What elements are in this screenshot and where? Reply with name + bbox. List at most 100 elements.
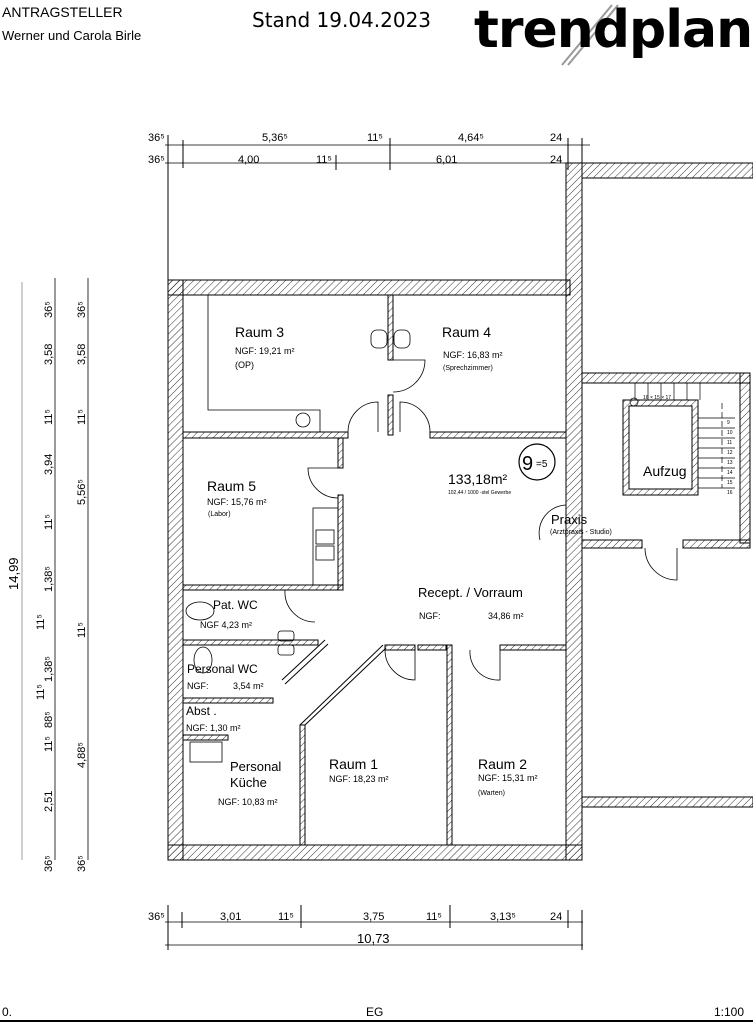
room-raum5: Raum 5: [207, 478, 256, 494]
label: 11⁵: [43, 736, 55, 752]
label: NGF:: [187, 681, 209, 691]
label: NGF: 15,76 m²: [207, 497, 267, 507]
fixtures: [185, 295, 411, 763]
label: 36⁵: [148, 132, 165, 144]
label: 3,94: [43, 454, 55, 475]
label: 24: [550, 911, 562, 923]
diagonal-wall: [281, 639, 387, 726]
label: 9: [522, 453, 533, 475]
label: 36⁵: [148, 911, 165, 923]
label: 13: [727, 460, 733, 466]
label: 3,58: [76, 344, 88, 365]
label: 9: [727, 420, 730, 426]
label: 3,01: [220, 911, 241, 923]
label: 36⁵: [43, 301, 55, 318]
label: =5: [536, 459, 548, 470]
unit-badge: [518, 443, 556, 481]
label: 3,75: [363, 911, 384, 923]
label: 11⁵: [35, 614, 47, 630]
label: 5,36⁵: [262, 132, 288, 144]
label: NGF: 15,31 m²: [478, 773, 538, 783]
label: 36⁵: [76, 301, 88, 318]
label: NGF: 1,30 m²: [186, 723, 241, 733]
label: 4,88⁵: [76, 742, 88, 768]
label: 24: [550, 132, 562, 144]
label: 3,54 m²: [233, 681, 264, 691]
label: 36⁵: [43, 855, 55, 872]
room-labels: Raum 3 NGF: 19,21 m² (OP) Raum 4 NGF: 16…: [186, 324, 687, 807]
label: 1,38⁵: [43, 656, 55, 682]
label: 11⁵: [76, 409, 88, 425]
label: NGF 4,23 m²: [200, 620, 252, 630]
applicant-name: Werner und Carola Birle: [2, 28, 142, 43]
label: 36⁵: [76, 855, 88, 872]
label: 10,73: [357, 931, 390, 946]
label: (Labor): [208, 511, 231, 518]
plan-date: Stand 19.04.2023: [252, 8, 432, 32]
label: 14,99: [6, 557, 21, 590]
elevator-label: Aufzug: [643, 463, 687, 479]
stair-step-numbers: 9 10 11 12 13 14 15 16 16 × 15 × 17: [643, 395, 733, 496]
label: NGF: 10,83 m²: [218, 797, 278, 807]
label: (Warten): [478, 790, 505, 797]
floor-label: EG: [366, 1005, 383, 1019]
label: 11⁵: [316, 154, 332, 166]
room-raum3: Raum 3: [235, 324, 284, 340]
label: 11⁵: [426, 911, 442, 923]
label: NGF: 16,83 m²: [443, 350, 503, 360]
label: 88⁵: [43, 711, 55, 728]
label: Küche: [230, 775, 267, 790]
dimension-lines: [21, 135, 590, 950]
unit-praxis: Praxis: [551, 512, 588, 527]
label: 6,01: [436, 154, 457, 166]
label: 5,56⁵: [76, 479, 88, 505]
trendplan-logo: trendplan: [474, 0, 753, 66]
label: 11⁵: [367, 132, 383, 144]
footer-left: 0.: [2, 1005, 12, 1019]
label: NGF:: [419, 611, 441, 621]
label: 10: [727, 430, 733, 436]
stairs: [629, 383, 735, 489]
label: (Arztpraxis - Studio): [550, 529, 612, 536]
walls: [167, 162, 753, 861]
label: 12: [727, 450, 733, 456]
label: 11⁵: [76, 622, 88, 638]
label: trendplan: [474, 0, 752, 60]
label: NGF: 19,21 m²: [235, 346, 295, 356]
dimension-labels: 36⁵ 5,36⁵ 11⁵ 4,64⁵ 24 36⁵ 4,00 11⁵ 6,01…: [6, 132, 562, 946]
label: NGF: 18,23 m²: [329, 774, 389, 784]
label: 11⁵: [278, 911, 294, 923]
doors: [284, 359, 678, 681]
room-abstellraum: Abst .: [186, 704, 217, 718]
label: 11⁵: [35, 684, 47, 700]
room-raum2: Raum 2: [478, 756, 527, 772]
label: 16 × 15 × 17: [643, 395, 671, 401]
total-area: 133,18m²: [448, 471, 507, 487]
label: 11: [727, 440, 732, 446]
room-raum1: Raum 1: [329, 756, 378, 772]
label: 2,51: [43, 791, 55, 812]
label: 34,86 m²: [488, 611, 524, 621]
room-raum4: Raum 4: [442, 324, 491, 340]
label: 102,44 / 1000 -stel Gewerbe: [448, 490, 511, 496]
label: 36⁵: [148, 154, 165, 166]
scale-label: 1:100: [714, 1005, 744, 1019]
label: 15: [727, 480, 733, 486]
label: 16: [727, 490, 733, 496]
label: (OP): [235, 360, 254, 370]
label: 11⁵: [43, 409, 55, 425]
label: 14: [727, 470, 733, 476]
label: 24: [550, 154, 562, 166]
label: 1,38⁵: [43, 566, 55, 592]
label: 4,00: [238, 154, 259, 166]
label: 3,13⁵: [490, 911, 516, 923]
label: 3,58: [43, 344, 55, 365]
label: 4,64⁵: [458, 132, 484, 144]
room-pat-wc: Pat. WC: [213, 598, 258, 612]
room-personal-wc: Personal WC: [187, 662, 258, 676]
room-reception: Recept. / Vorraum: [418, 585, 523, 600]
room-personal-kueche: Personal: [230, 759, 281, 774]
applicant-label: ANTRAGSTELLER: [2, 4, 123, 20]
label: 11⁵: [43, 514, 55, 530]
